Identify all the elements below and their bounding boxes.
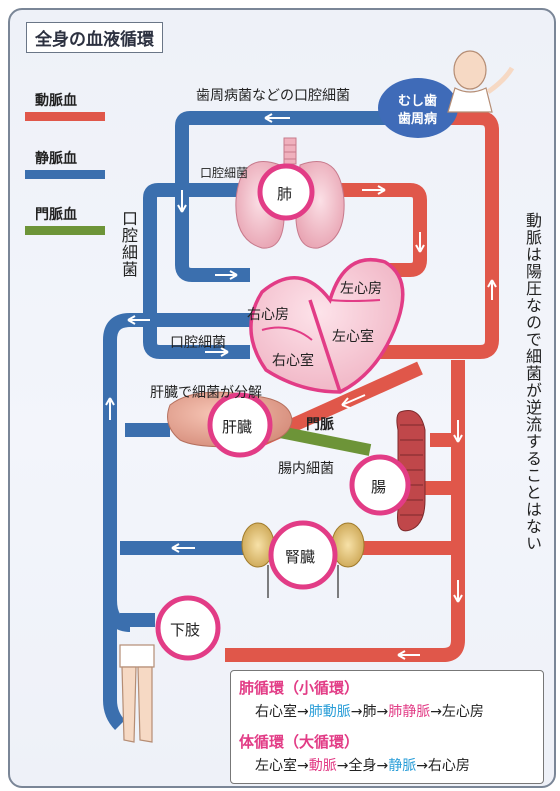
oral-bacteria-mid-label: 口腔細菌 [170, 335, 226, 351]
intestine-ring [349, 454, 411, 516]
artery-to-mouth [380, 111, 499, 359]
portal-vein-path [278, 426, 372, 456]
arrow-left-down [177, 190, 187, 213]
lung-ring [257, 163, 315, 221]
arrow-right-down2 [453, 580, 463, 603]
person-icon [447, 50, 515, 113]
arrow-to-liver [341, 394, 366, 409]
portal-vein-label: 門脈 [306, 417, 334, 433]
leg-ring [155, 595, 221, 661]
pulmonary-step-3: →肺→ [350, 704, 389, 720]
legend-vein-label: 静脈血 [35, 151, 77, 167]
legend-portal-bar [25, 226, 105, 235]
systemic-step-5: →右心房 [416, 758, 470, 774]
liver-ring [207, 392, 273, 458]
arrow-top [264, 113, 290, 123]
trachea [283, 137, 297, 165]
pulmonary-step-4: 肺静脈 [388, 704, 431, 720]
systemic-step-4: 静脈 [388, 758, 417, 774]
pulmonary-step-5: →左心房 [430, 704, 484, 720]
kidney-label: 腎臓 [285, 548, 316, 566]
heart-shape [249, 257, 405, 394]
right-atrium-label: 右心房 [247, 307, 289, 323]
legend-portal-label: 門脈血 [35, 207, 77, 223]
pulmonary-heading: 肺循環（小循環） [239, 679, 360, 697]
liver-label: 肝臓 [222, 418, 253, 436]
arrow-lung-down [415, 232, 425, 253]
artery-lung-return [330, 183, 427, 277]
legend-artery-bar [25, 112, 105, 121]
vein-outer-upper [103, 313, 255, 632]
legend-vein-bar [25, 170, 105, 179]
liver-breaks-label: 肝臓で細菌が分解 [150, 385, 262, 401]
systemic-step-3: →全身→ [336, 758, 389, 774]
badge-line1: むし歯 [398, 94, 438, 109]
badge-line2: 歯周病 [398, 112, 438, 127]
right-ventricle-label: 右心室 [272, 353, 314, 369]
pulmonary-step-1: 右心室→ [255, 704, 309, 720]
pulmonary-path: 右心室→肺動脈→肺→肺静脈→左心房 [255, 701, 484, 721]
systemic-step-2: 動脈 [308, 758, 337, 774]
intestine-label: 腸 [371, 478, 387, 496]
arrow-to-heart [215, 270, 238, 280]
oral-bacteria-vertical-label: 口腔細菌 [119, 210, 138, 278]
arrow-bottom-left [397, 650, 420, 660]
intestinal-bacteria-label: 腸内細菌 [278, 461, 334, 477]
flow-arrows [105, 113, 497, 660]
artery-right-down [225, 360, 465, 662]
badge-disc [378, 78, 458, 138]
pulmonary-step-2: 肺動脈 [308, 704, 351, 720]
vein-outer-lower [103, 500, 126, 730]
legend-artery-label: 動脈血 [35, 93, 77, 109]
left-ventricle-label: 左心室 [332, 329, 374, 345]
kidney-ring [268, 520, 338, 590]
legs-icon [119, 644, 155, 743]
heart-line-left [261, 326, 313, 341]
oral-bacteria-small-label: 口腔細菌 [200, 166, 249, 180]
top-bacteria-label: 歯周病菌などの口腔細菌 [196, 88, 350, 104]
arrow-right-up [487, 279, 497, 300]
systemic-step-1: 左心室→ [255, 758, 309, 774]
lung-label: 肺 [277, 185, 293, 203]
heart-line-right [329, 299, 381, 302]
arrow-upper-left [127, 315, 150, 325]
arrow-outer-up [105, 397, 115, 420]
arrow-right-down1 [453, 420, 463, 443]
arrow-lung-right [362, 185, 386, 195]
organ-rings [155, 163, 411, 661]
systemic-heading: 体循環（大循環） [239, 733, 360, 751]
left-atrium-label: 左心房 [340, 281, 382, 297]
diagram-title: 全身の血液循環 [26, 22, 163, 53]
systemic-path: 左心室→動脈→全身→静脈→右心房 [255, 755, 470, 775]
arterial-note: 動脈は陽圧なので細菌が逆流することはない [523, 212, 542, 552]
arrow-to-heart2 [205, 347, 229, 357]
vein-lung-left [143, 183, 258, 359]
lower-limb-label: 下肢 [170, 621, 201, 639]
arrow-kidney-left [171, 543, 195, 553]
summary-box: 肺循環（小循環） 右心室→肺動脈→肺→肺静脈→左心房 体循環（大循環） 左心室→… [230, 670, 544, 784]
heart-septum [308, 299, 342, 393]
